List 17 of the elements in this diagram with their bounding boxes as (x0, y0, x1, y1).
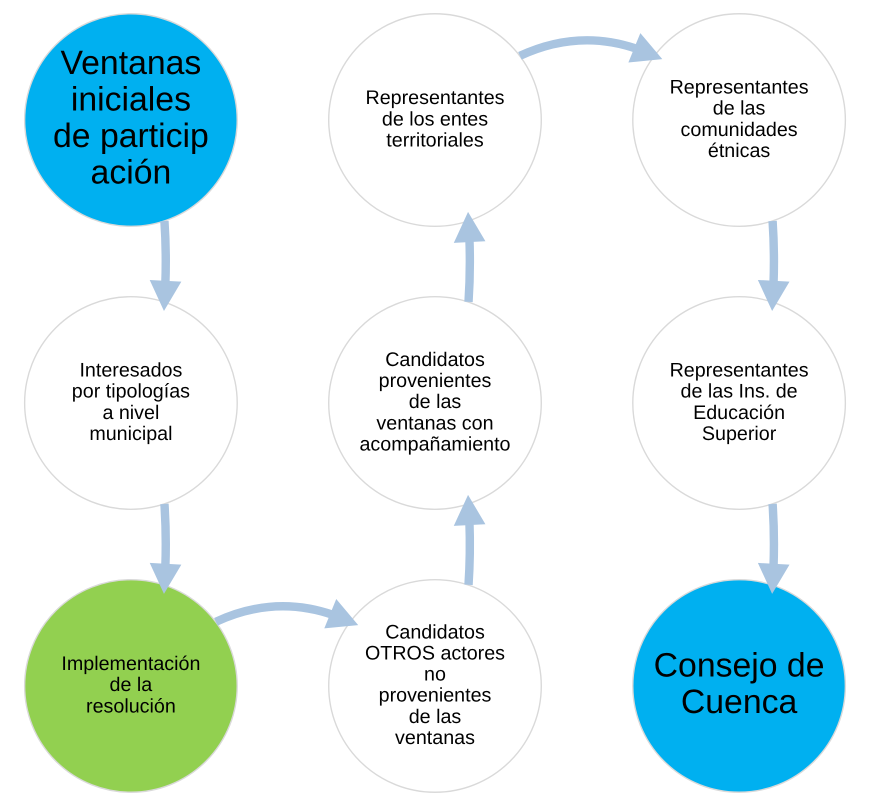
node-circle: Candidatos OTROS actores no provenientes de las ventanas (328, 578, 542, 793)
node-circle: Representantes de los entes territoriales (328, 13, 542, 228)
arrow (758, 220, 790, 311)
node-circle: Implementación de la resolución (24, 578, 238, 793)
arrow (518, 33, 662, 62)
arrow (150, 220, 182, 311)
node-circle: Consejo de Cuenca (632, 578, 846, 793)
node-circle: Ventanas iniciales de participación (24, 13, 238, 228)
node-circle: Representantes de las Ins. de Educación Superior (632, 296, 846, 510)
arrow (214, 599, 358, 628)
arrow (150, 504, 182, 594)
arrow (758, 504, 790, 594)
node-circle: Interesados por tipologías a nivel municipal (24, 296, 238, 510)
arrow (454, 212, 486, 302)
arrow (454, 494, 486, 586)
node-circle: Candidatos provenientes de las ventanas con acompañamiento (328, 296, 542, 510)
node-circle: Representantes de las comunidades étnicas (632, 13, 846, 228)
